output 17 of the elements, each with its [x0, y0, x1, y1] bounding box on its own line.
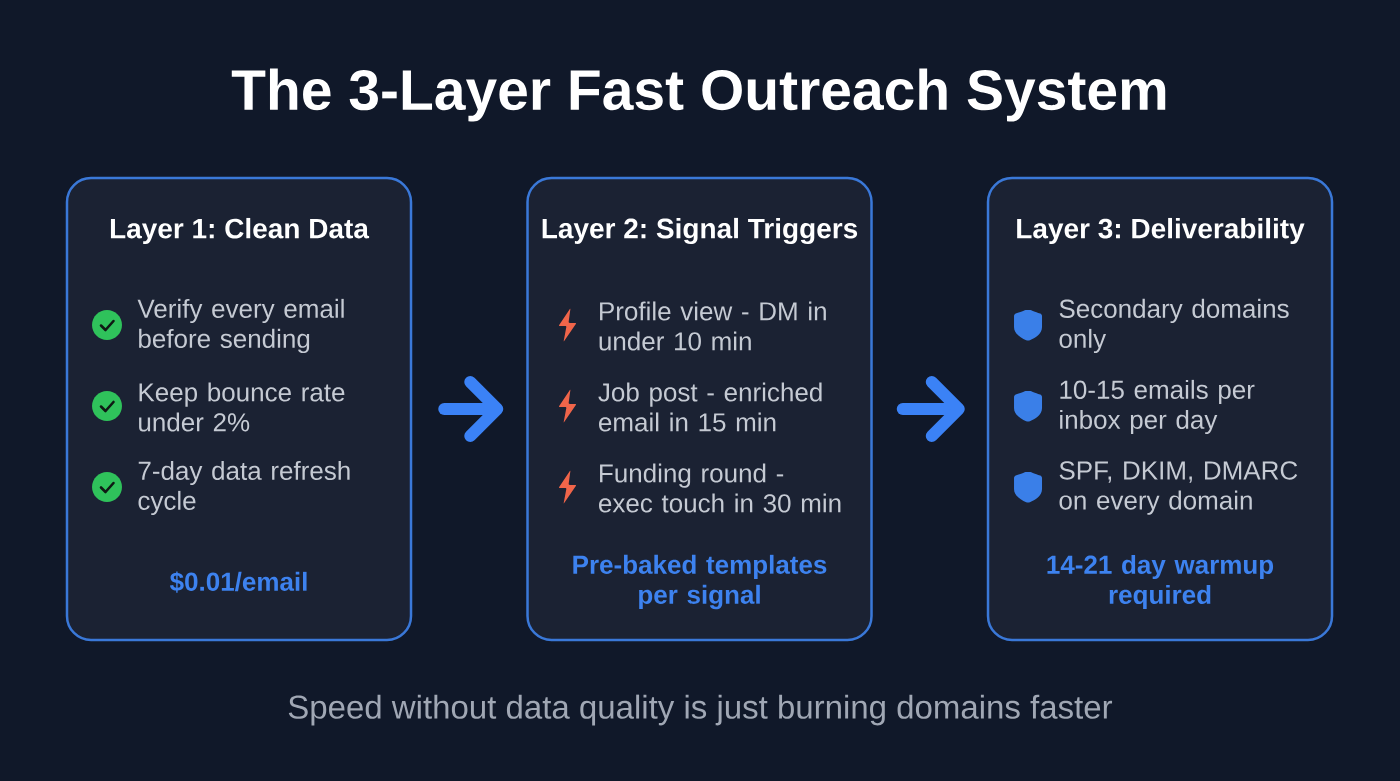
bullet-text: SPF, DKIM, DMARC on every domain — [1059, 461, 1298, 515]
bullet-text: 7-day data refresh cycle — [138, 460, 350, 516]
highlight-text: 14-21 day warmup required — [1047, 554, 1274, 610]
bullet-text: Job post - enriched email in 15 min — [598, 382, 822, 432]
bullet-text: 10-15 emails per inbox per day — [1060, 379, 1255, 435]
bullet-text: Verify every email before sending — [137, 298, 344, 354]
title: The 3-Layer Fast Outreach System — [231, 68, 1166, 122]
bullet-text: Secondary domains only — [1059, 298, 1289, 354]
bullet-text: Keep bounce rate under 2% — [139, 382, 345, 432]
bullet-text: Profile view - DM in under 10 min — [599, 301, 826, 351]
highlight-text: $0.01/email — [169, 571, 307, 593]
card-heading: Layer 3: Deliverability — [1017, 217, 1305, 245]
caption: Speed without data quality is just burning domains faster — [288, 694, 1113, 726]
card-heading: Layer 2: Signal Triggers — [542, 217, 858, 245]
bullet-text: Funding round - exec touch in 30 min — [599, 463, 841, 513]
card-heading: Layer 1: Clean Data — [110, 217, 370, 245]
highlight-text: Pre-baked templates per signal — [573, 554, 827, 610]
